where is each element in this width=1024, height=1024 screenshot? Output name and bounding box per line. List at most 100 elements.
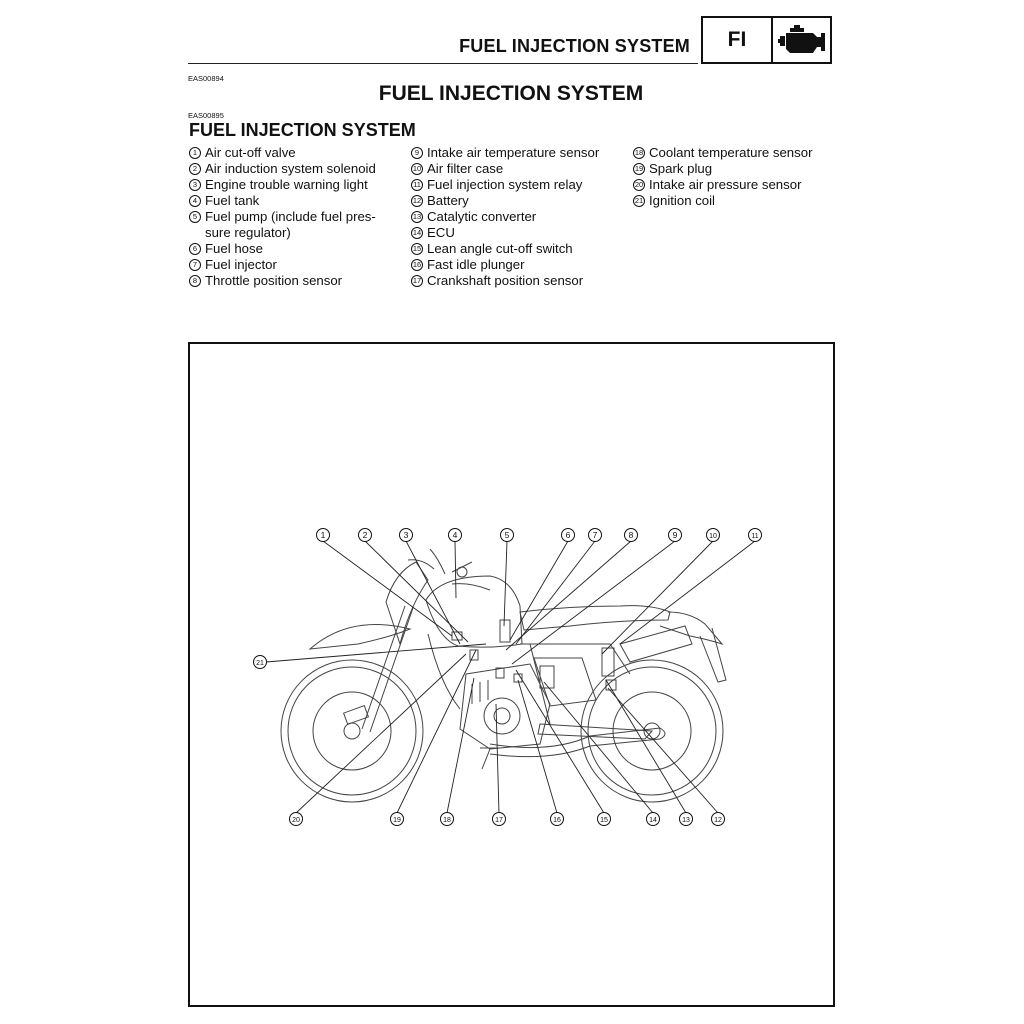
diagram-callout: 11 [748,528,762,542]
callout-number: 17 [411,275,423,287]
legend-label: Engine trouble warning light [205,177,368,192]
doc-code-section: EAS00895 [188,111,224,120]
callout-number: 2 [189,163,201,175]
leader-line [454,540,457,599]
leader-line [505,540,632,651]
diagram-callout: 5 [500,528,514,542]
legend-item: 12 Battery [411,193,626,209]
legend-label: Crankshaft position sensor [427,273,584,288]
doc-code-top: EAS00894 [188,74,224,83]
section-badge: FI [701,16,832,64]
diagram-callout: 17 [492,812,506,826]
callout-number: 15 [411,243,423,255]
callout-number: 11 [411,179,423,191]
leader-line [322,540,453,637]
legend-item: 13 Catalytic converter [411,209,626,225]
section-code: FI [703,18,773,62]
callout-number: 6 [566,530,571,540]
leader-line [515,669,605,814]
callout-number: 5 [505,530,510,540]
legend-label: Fuel injection system relay [427,177,583,192]
leader-line [509,540,569,641]
legend-label: Battery [427,193,469,208]
legend-label: Intake air temperature sensor [427,145,600,160]
leader-line [517,679,558,814]
callout-number: 11 [751,533,758,540]
callout-number: 5 [189,211,201,223]
leader-line [405,540,461,645]
diagram-callout: 4 [448,528,462,542]
callout-number: 3 [189,179,201,191]
legend-label: ECU [427,225,455,240]
callout-number: 3 [404,530,409,540]
callout-number: 19 [393,817,401,824]
leader-line [543,681,654,814]
legend-label: Air cut-off valve [205,145,296,160]
callout-number: 8 [189,275,201,287]
engine-icon [773,18,830,62]
callout-number: 9 [411,147,423,159]
legend-label: Catalytic converter [427,209,537,224]
diagram-callout: 6 [561,528,575,542]
legend-label: Fast idle plunger [427,257,525,272]
callout-number: 1 [321,530,326,540]
legend-label: Fuel injector [205,257,277,272]
legend-label: Fuel hose [205,241,263,256]
legend-item: 17 Crankshaft position sensor [411,273,626,289]
diagram-callout: 18 [440,812,454,826]
leader-line [607,687,719,814]
callout-number: 2 [363,530,368,540]
diagram-callout: 19 [390,812,404,826]
callout-number: 12 [411,195,423,207]
legend-item: 9 Intake air temperature sensor [411,145,626,161]
leader-line [601,540,714,655]
diagram-callout: 13 [679,812,693,826]
leader-line [295,653,467,814]
leader-line [619,540,756,645]
diagram-callout: 10 [706,528,720,542]
callout-number: 21 [633,195,645,207]
legend-label: Spark plug [649,161,713,176]
leader-line [605,679,687,814]
callout-number: 10 [411,163,423,175]
callout-number: 13 [411,211,423,223]
page-title: FUEL INJECTION SYSTEM [378,82,644,105]
leader-line [265,643,487,663]
legend-label: Coolant temperature sensor [649,145,813,160]
diagram-callout: 8 [624,528,638,542]
leader-line [396,649,477,814]
leader-line [446,677,475,814]
callout-number: 16 [411,259,423,271]
leader-line [364,540,469,643]
callout-number: 10 [709,533,717,540]
callout-number: 6 [189,243,201,255]
section-title: FUEL INJECTION SYSTEM [189,120,416,140]
callout-number: 18 [633,147,645,159]
legend-label: Fuel pump (include fuel pres- sure regul… [205,209,376,240]
diagram-callout: 3 [399,528,413,542]
header-rule [188,63,698,64]
callout-number: 21 [256,660,264,667]
legend-label: Intake air pressure sensor [649,177,802,192]
callout-number: 7 [593,530,598,540]
diagram-callout: 16 [550,812,564,826]
diagram-callout: 9 [668,528,682,542]
callout-number: 9 [673,530,678,540]
leader-line [495,703,500,814]
legend-item: 6 Fuel hose [189,241,399,257]
running-header-title: FUEL INJECTION SYSTEM [459,36,690,56]
callout-number: 1 [189,147,201,159]
